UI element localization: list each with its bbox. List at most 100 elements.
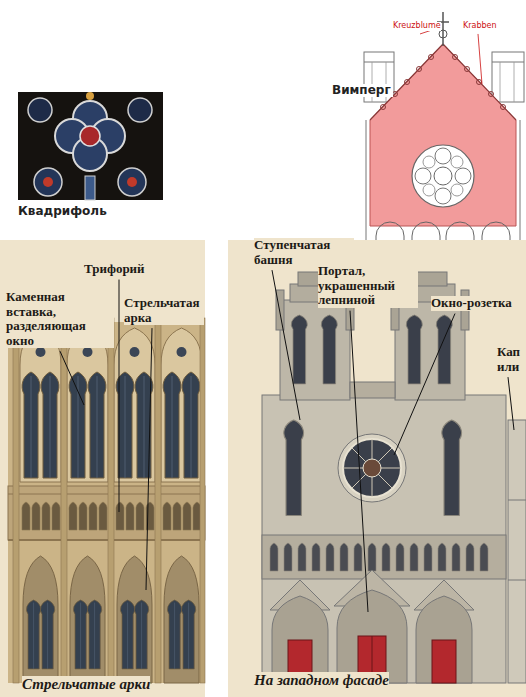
stained-glass (118, 168, 146, 196)
part-label: Kreuzblume (393, 22, 441, 31)
triforium (42, 502, 50, 530)
piers (13, 318, 19, 683)
leader-line (350, 311, 368, 612)
wimperg-drawing (362, 8, 526, 252)
wimperg-drawing (423, 184, 435, 196)
leader-line (394, 314, 455, 455)
clerestory (41, 372, 59, 478)
rose-window (363, 459, 381, 477)
triforium (32, 502, 40, 530)
wimperg-drawing (520, 120, 521, 252)
clerestory (163, 372, 181, 478)
wimperg-drawing (412, 145, 474, 207)
portals (432, 640, 456, 683)
gallery (424, 543, 432, 571)
wimperg-drawing (381, 105, 386, 110)
triforium (183, 502, 191, 530)
wimperg-drawing (405, 80, 410, 85)
portals (416, 596, 472, 683)
leader-line (508, 377, 514, 430)
rose-window (352, 448, 392, 488)
triforium (163, 502, 171, 530)
triforium (173, 502, 181, 530)
stained-glass (127, 177, 137, 187)
stained-glass (85, 176, 95, 200)
piers (200, 318, 205, 683)
leader-line (478, 34, 482, 84)
wimperg-drawing (423, 156, 435, 168)
nave-elevation (0, 240, 205, 697)
image-caption: Квадрифоль (18, 205, 107, 218)
wimperg-drawing (393, 92, 398, 97)
nave-elevation (8, 322, 205, 683)
wimperg-drawing (489, 92, 494, 97)
gallery (438, 543, 446, 571)
gallery (410, 543, 418, 571)
leader-line (272, 270, 300, 420)
triforium (8, 486, 205, 540)
leader-line (119, 280, 120, 512)
west-facade (284, 420, 304, 515)
gallery (480, 543, 488, 571)
nave-elevation (0, 240, 205, 697)
wimperg-drawing (429, 55, 434, 60)
arcade (164, 556, 199, 683)
wimperg-drawing (477, 80, 482, 85)
wimperg-drawing (362, 8, 526, 252)
clerestory (36, 347, 46, 357)
part-label: Каменная вставка, разделяющая окно (6, 290, 114, 348)
west-facade (508, 420, 526, 683)
wimperg-drawing (364, 62, 394, 63)
arcade (70, 556, 105, 683)
gallery (382, 543, 390, 571)
arcade (73, 600, 87, 669)
wimperg-drawing (500, 62, 501, 102)
piers (108, 318, 114, 683)
stained-glass (18, 92, 163, 200)
portals (337, 590, 407, 683)
stained-glass (28, 98, 52, 122)
wimperg-drawing (435, 188, 451, 204)
piers (155, 318, 161, 683)
part-label: Окно-розетка (431, 296, 512, 311)
gallery (396, 543, 404, 571)
wimperg-drawing (370, 44, 443, 120)
gallery (368, 543, 376, 571)
triforium (89, 502, 97, 530)
gallery (452, 543, 460, 571)
leader-line (60, 351, 84, 405)
wimperg-drawing (451, 156, 463, 168)
figure-caption: На западном фасаде (254, 672, 389, 689)
portals (270, 570, 474, 683)
west-facade (228, 240, 526, 697)
triforium (99, 502, 107, 530)
triforium (116, 502, 124, 530)
wimperg-drawing (514, 62, 515, 102)
clerestory (161, 328, 202, 482)
wimperg-drawing (435, 148, 451, 164)
gallery (262, 535, 506, 579)
arcade (167, 600, 181, 669)
part-label: Кап или (497, 345, 524, 374)
triforium (22, 502, 30, 530)
west-facade (508, 580, 526, 581)
wimperg-drawing (455, 168, 471, 184)
triforium (69, 502, 77, 530)
rose-window (343, 439, 401, 497)
gallery (262, 535, 506, 579)
wimperg-drawing (465, 67, 470, 72)
piers (13, 318, 205, 683)
triforium (8, 494, 205, 495)
arcade (40, 600, 54, 669)
towers (280, 300, 350, 400)
clerestory (67, 328, 108, 482)
triforium (126, 502, 134, 530)
part-label: Krabben (463, 22, 497, 31)
towers (291, 315, 307, 384)
triforium (8, 539, 205, 541)
arcade (87, 600, 101, 669)
west-facade (228, 240, 526, 697)
part-label: Стрельчатая арка (124, 296, 204, 325)
